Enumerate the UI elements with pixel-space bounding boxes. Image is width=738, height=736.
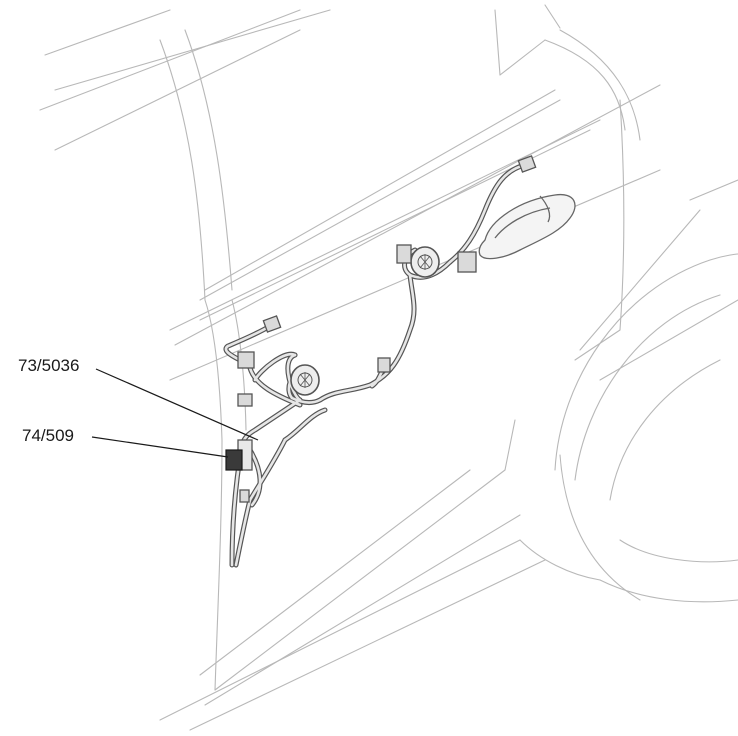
leader-lines	[91, 368, 259, 458]
callout-label-74-509: 74/509	[22, 426, 74, 445]
connector-upper-left	[396, 244, 412, 264]
wiring-harness	[223, 162, 528, 568]
speaker-grommet-lower	[290, 364, 320, 396]
connector-left-top	[262, 315, 282, 333]
leader-line-74-509	[91, 436, 229, 458]
leader-line-73-5036	[95, 368, 259, 441]
connector-bottom	[239, 489, 250, 503]
harness-connectors	[237, 155, 537, 503]
callout-label-73-5036: 73/5036	[18, 356, 80, 375]
speaker-grommet-upper	[410, 246, 440, 278]
connector-74-509	[225, 449, 243, 471]
connector-mid	[377, 357, 391, 373]
connector-left	[237, 351, 255, 369]
connector-left-lower	[237, 393, 253, 407]
vehicle-body-outline	[39, 4, 738, 731]
connector-handle-top	[517, 155, 537, 173]
door-handle	[478, 193, 576, 260]
connector-lock	[457, 251, 477, 273]
